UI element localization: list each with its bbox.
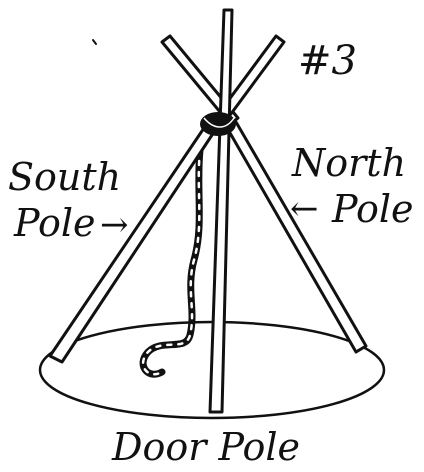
south-pole-label-line2: Pole: [13, 201, 96, 245]
north-pole-arrow: ←: [290, 189, 319, 229]
lashing-knot: [200, 112, 236, 136]
stray-ink-mark: [93, 40, 96, 44]
north-pole-label-line2: Pole: [331, 187, 414, 231]
diagram-number-label: #3: [298, 38, 357, 84]
north-pole-label-line1: North: [291, 141, 406, 185]
south-pole-arrow: →: [100, 205, 129, 245]
door-pole: [210, 10, 232, 412]
south-pole-label-line1: South: [8, 155, 121, 199]
door-pole-label: Door Pole: [111, 425, 300, 469]
